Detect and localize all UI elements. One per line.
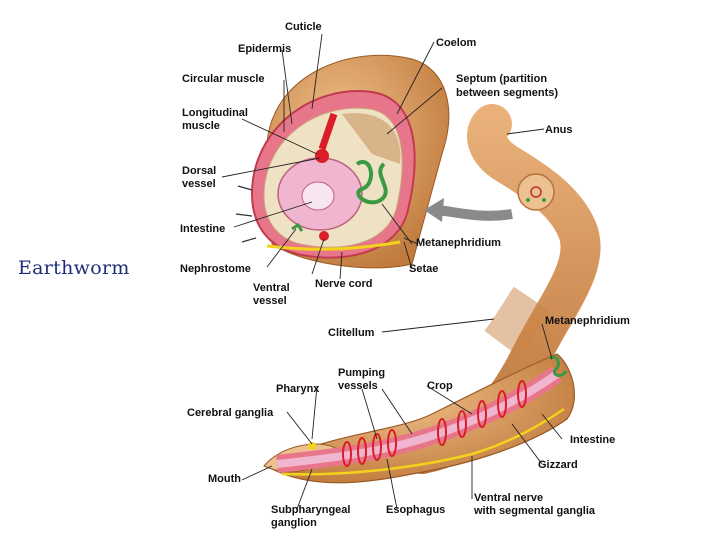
anatomy-illustration <box>221 33 601 510</box>
label-septum-1: Septum (partition <box>456 73 548 85</box>
label-dorsal-vessel-2: vessel <box>182 178 216 190</box>
label-nerve-cord: Nerve cord <box>315 278 373 290</box>
label-gizzard: Gizzard <box>538 459 578 471</box>
label-epidermis: Epidermis <box>238 43 292 55</box>
label-subpharyngeal-2: ganglion <box>271 517 317 529</box>
label-crop: Crop <box>427 380 453 392</box>
label-clitellum: Clitellum <box>328 327 375 339</box>
label-mouth: Mouth <box>208 473 241 485</box>
label-cerebral-ganglia: Cerebral ganglia <box>187 407 274 419</box>
label-intestine-top: Intestine <box>180 223 226 235</box>
label-longitudinal-muscle-2: muscle <box>182 120 220 132</box>
label-esophagus: Esophagus <box>386 504 446 516</box>
label-setae: Setae <box>409 263 439 275</box>
label-pumping-vessels-2: vessels <box>338 380 378 392</box>
label-metanephridium-top: Metanephridium <box>416 237 501 249</box>
label-longitudinal-muscle-1: Longitudinal <box>182 107 248 119</box>
label-subpharyngeal-1: Subpharyngeal <box>271 504 351 516</box>
cross-section <box>235 54 450 269</box>
label-ventral-vessel-2: vessel <box>253 295 287 307</box>
leader-lines <box>221 33 563 510</box>
label-circular-muscle: Circular muscle <box>182 73 265 85</box>
label-cuticle: Cuticle <box>285 21 322 33</box>
slide-title: Earthworm <box>18 257 130 279</box>
label-ventral-vessel-1: Ventral <box>253 282 290 294</box>
label-ventral-nerve-2: with segmental ganglia <box>474 505 596 517</box>
label-septum-2: between segments) <box>456 87 559 99</box>
worm-body <box>263 104 601 484</box>
earthworm-anatomy-diagram: Cuticle Epidermis Circular muscle Longit… <box>172 14 652 536</box>
label-nephrostome: Nephrostome <box>180 263 251 275</box>
label-anus: Anus <box>545 124 573 136</box>
label-coelom: Coelom <box>436 37 477 49</box>
label-metanephridium-bottom: Metanephridium <box>545 315 630 327</box>
label-pharynx: Pharynx <box>276 383 320 395</box>
label-ventral-nerve-1: Ventral nerve <box>474 492 544 504</box>
label-pumping-vessels-1: Pumping <box>338 367 386 379</box>
label-intestine-bottom: Intestine <box>570 434 616 446</box>
label-dorsal-vessel-1: Dorsal <box>182 165 217 177</box>
